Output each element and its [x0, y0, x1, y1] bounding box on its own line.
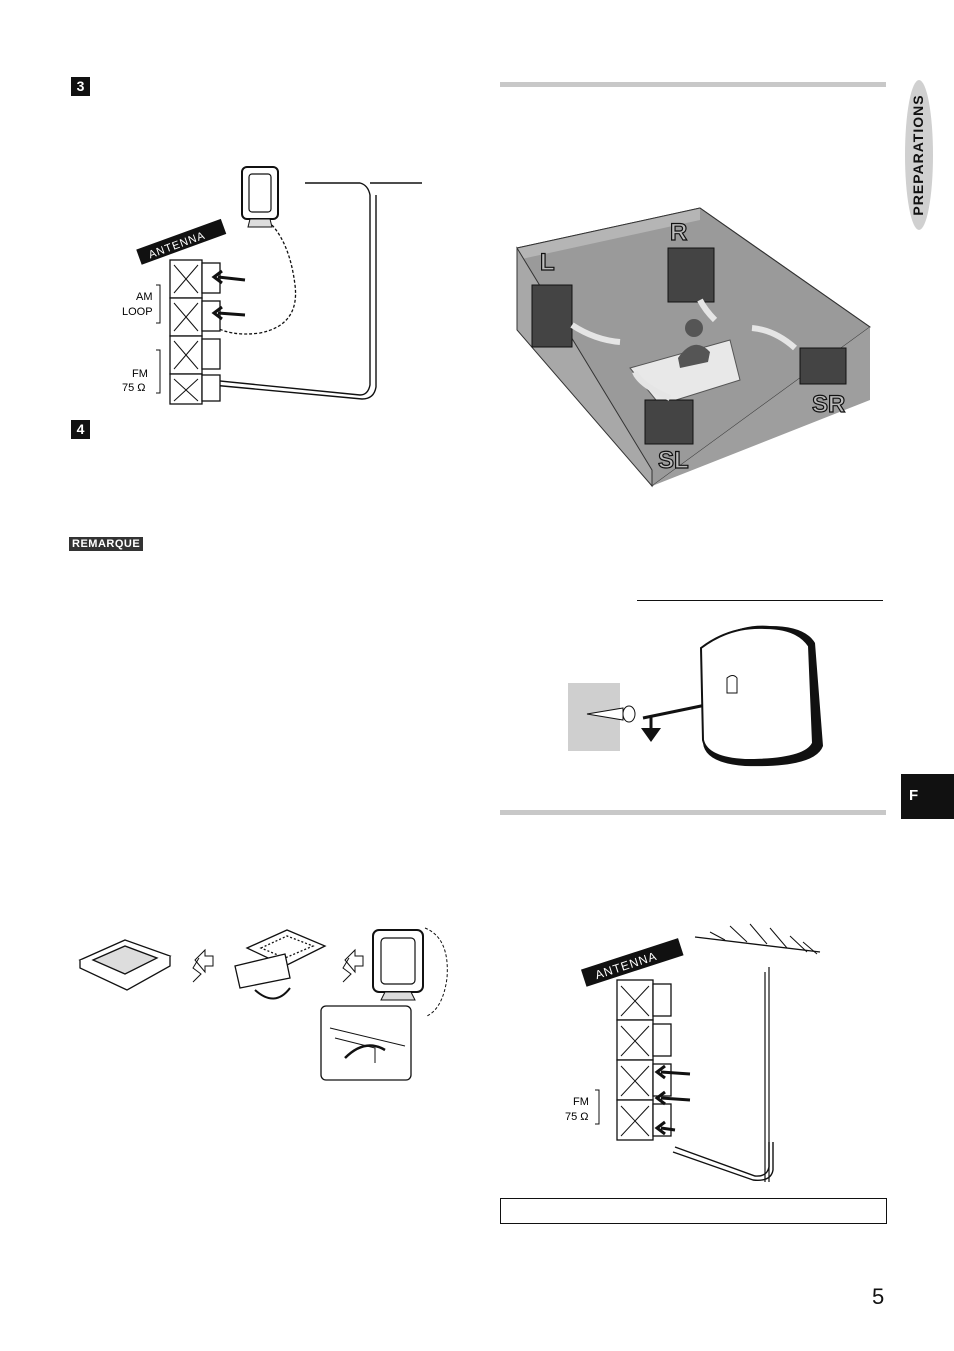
fm-label-bottom-line1: FM — [573, 1096, 589, 1108]
caption-box — [500, 1198, 887, 1224]
am-label-line2: LOOP — [122, 306, 153, 318]
fm-label-bottom-line2: 75 Ω — [565, 1111, 589, 1123]
section-label: PREPARATIONS — [910, 94, 926, 216]
speaker-placement-diagram: L R SL SR — [516, 207, 871, 488]
language-tab-label: F — [909, 787, 919, 804]
speaker-label-right: R — [670, 219, 687, 246]
fm-outdoor-antenna-diagram: ANTENNA FM 75 Ω — [565, 923, 821, 1182]
page-number: 5 — [872, 1284, 885, 1309]
note-badge: REMARQUE — [69, 537, 144, 551]
am-loop-assembly-illustration — [78, 927, 448, 1081]
step-3-badge: 3 — [71, 77, 90, 96]
am-fm-antenna-diagram: ANTENNA AM LOOP FM 75 Ω — [122, 166, 422, 405]
section-rule-middle — [500, 810, 886, 815]
section-oval-marker — [905, 80, 933, 230]
wall-mount-illustration — [568, 625, 823, 767]
speaker-label-surround-right: SR — [812, 391, 845, 418]
am-label-line1: AM — [136, 291, 153, 303]
speaker-label-surround-left: SL — [658, 447, 689, 474]
fm-label-line2: 75 Ω — [122, 382, 146, 394]
fm-label-line1: FM — [132, 368, 148, 380]
step-4-badge: 4 — [71, 420, 90, 439]
section-rule-top — [500, 82, 886, 87]
heading-underline — [637, 600, 883, 601]
speaker-label-left: L — [540, 249, 555, 276]
language-tab: F — [901, 774, 954, 819]
